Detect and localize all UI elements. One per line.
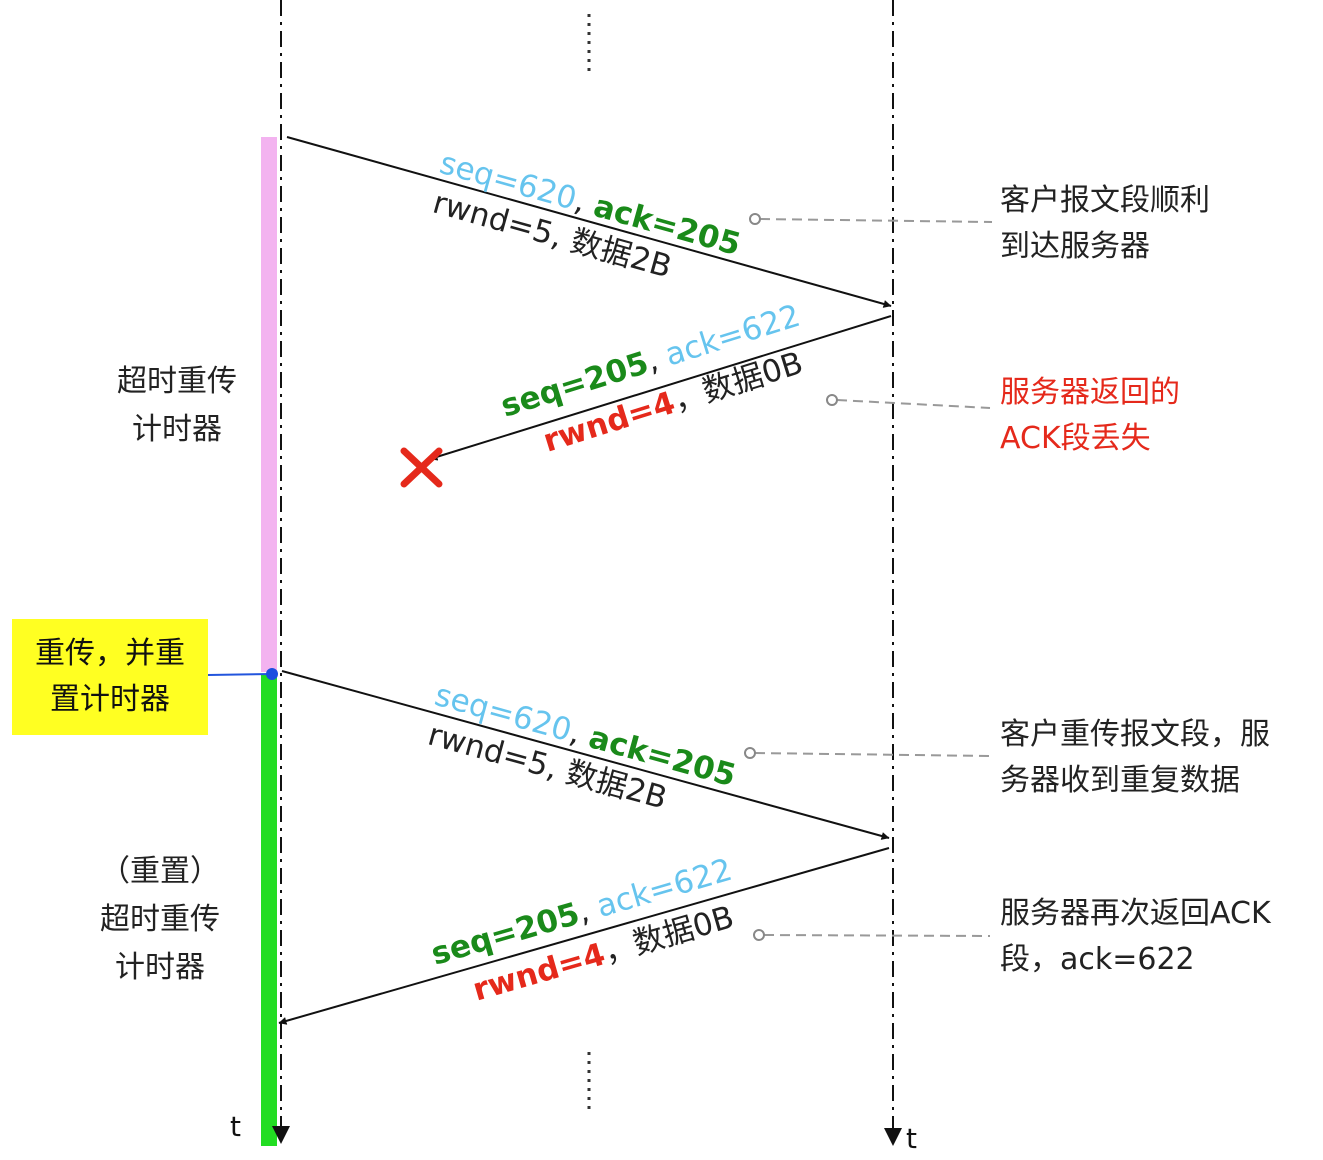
lost-x-icon [400, 447, 443, 488]
arrow-client-to-server-retransmit [281, 670, 890, 840]
leader-line-4 [753, 929, 991, 941]
retransmit-badge: 重传，并重 置计时器 [12, 619, 208, 735]
leader-line-3 [744, 747, 991, 759]
timer-caption: 超时重传 计时器 [92, 358, 262, 454]
server-time-axis-label: t [906, 1122, 917, 1155]
annotation-1: 客户报文段顺利 到达服务器 [1000, 178, 1210, 270]
timer-bar-green [261, 674, 277, 1146]
arrow-server-to-client-ack [278, 847, 890, 1025]
arrow-client-to-server-1 [286, 136, 892, 308]
annotation-4-line2: 段，ack=622 [1000, 942, 1195, 977]
timer-reset-caption-line2: 超时重传 [100, 902, 220, 937]
message-2-label: seq=205, ack=622 rwnd=4，数据0B [497, 298, 808, 460]
annotation-3-line1: 客户重传报文段，服 [1000, 717, 1270, 752]
annotation-4-line1: 服务器再次返回ACK [1000, 896, 1271, 931]
timer-reset-caption: （重置） 超时重传 计时器 [70, 848, 250, 992]
leader-line-2 [826, 394, 991, 409]
retransmit-badge-line1: 重传，并重 [35, 636, 185, 671]
message-3-label: seq=620, ack=205 rwnd=5, 数据2B [424, 677, 740, 817]
arrow-server-to-client-lost [429, 315, 892, 461]
annotation-1-line1: 客户报文段顺利 [1000, 183, 1210, 218]
leader-line-1 [749, 213, 993, 225]
badge-connector [207, 673, 273, 676]
timer-caption-line2: 计时器 [132, 412, 222, 447]
retransmit-badge-line2: 置计时器 [50, 682, 170, 717]
client-timeline-arrowhead [272, 1126, 290, 1144]
annotation-4: 服务器再次返回ACK 段，ack=622 [1000, 891, 1271, 983]
timer-reset-caption-line3: 计时器 [115, 950, 205, 985]
client-time-axis-label: t [230, 1110, 241, 1143]
annotation-3-line2: 务器收到重复数据 [1000, 763, 1240, 798]
annotation-2-line1: 服务器返回的 [1000, 375, 1180, 410]
annotation-2: 服务器返回的 ACK段丢失 [1000, 370, 1180, 462]
annotation-3: 客户重传报文段，服 务器收到重复数据 [1000, 712, 1270, 804]
annotation-1-line2: 到达服务器 [1000, 229, 1150, 264]
annotation-2-line2: ACK段丢失 [1000, 421, 1151, 456]
server-timeline-arrowhead [884, 1128, 902, 1146]
timer-caption-line1: 超时重传 [117, 364, 237, 399]
retransmit-point-dot [266, 668, 278, 680]
message-1-label: seq=620, ack=205 rwnd=5, 数据2B [429, 145, 745, 285]
timer-bar-pink [261, 137, 277, 672]
timer-reset-caption-line1: （重置） [100, 854, 220, 889]
